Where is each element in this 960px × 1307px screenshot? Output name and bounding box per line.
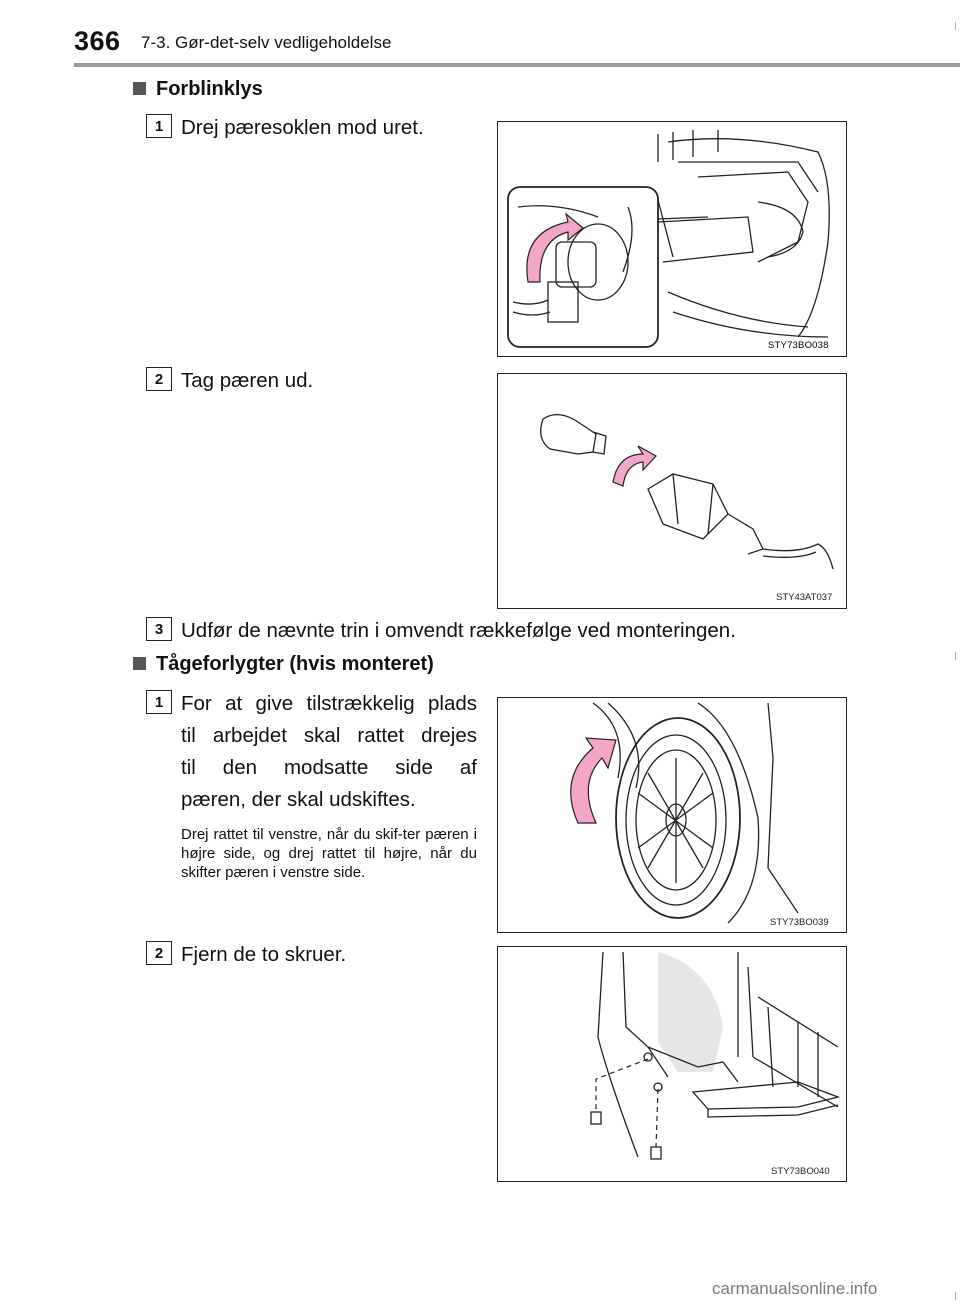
figure-code: STY73BO040	[771, 1166, 830, 1177]
figure-code: STY73BO039	[770, 917, 829, 928]
square-bullet-icon	[133, 657, 146, 670]
step-text-line: til den modsatte side af	[181, 756, 477, 779]
step-text: Fjern de to skruer.	[181, 943, 347, 966]
section-heading: Forblinklys	[133, 78, 263, 101]
figure-remove-bulb: STY43AT037	[497, 373, 847, 609]
figure-illustration: STY73BO040	[590, 951, 841, 1177]
step-number-badge: 3	[146, 617, 172, 641]
figure-turn-steering-wheel: STY73BO039	[497, 697, 847, 933]
step-text: Drej pæresoklen mod uret.	[181, 116, 424, 139]
step-text-line: til arbejdet skal rattet drejes	[181, 724, 477, 747]
page-number: 366	[74, 26, 121, 56]
figure-illustration: STY73BO039	[570, 702, 829, 928]
step-text: Tag pæren ud.	[181, 369, 314, 392]
figure-remove-screws: STY73BO040	[497, 946, 847, 1182]
header-rule	[74, 63, 960, 67]
watermark[interactable]: carmanualsonline.info	[712, 1279, 878, 1298]
section-heading: Tågeforlygter (hvis monteret)	[133, 653, 434, 676]
figure-illustration: STY43AT037	[540, 414, 834, 603]
step-number-badge: 1	[146, 114, 172, 138]
step-text-line: pæren, der skal udskiftes.	[181, 788, 416, 811]
step-text: Udfør de nævnte trin i omvendt rækkefølg…	[181, 619, 736, 642]
section-heading-text: Tågeforlygter (hvis monteret)	[156, 653, 434, 675]
figure-code: STY73BO038	[768, 340, 829, 351]
step-number-badge: 2	[146, 367, 172, 391]
figure-illustration: STY73BO038	[507, 130, 830, 351]
figure-code: STY43AT037	[776, 592, 832, 603]
edge-tick	[955, 1292, 956, 1300]
section-heading-text: Forblinklys	[156, 78, 263, 100]
chapter-title: 7-3. Gør-det-selv vedligeholdelse	[141, 33, 392, 52]
edge-tick	[955, 22, 956, 30]
step-note: Drej rattet til venstre, når du skif-ter…	[181, 826, 477, 881]
step-text-line: For at give tilstrækkelig plads	[181, 692, 477, 715]
figure-turn-bulb-socket: STY73BO038	[497, 121, 847, 357]
step-number-badge: 1	[146, 690, 172, 714]
step-number-badge: 2	[146, 941, 172, 965]
edge-tick	[955, 652, 956, 660]
square-bullet-icon	[133, 82, 146, 95]
